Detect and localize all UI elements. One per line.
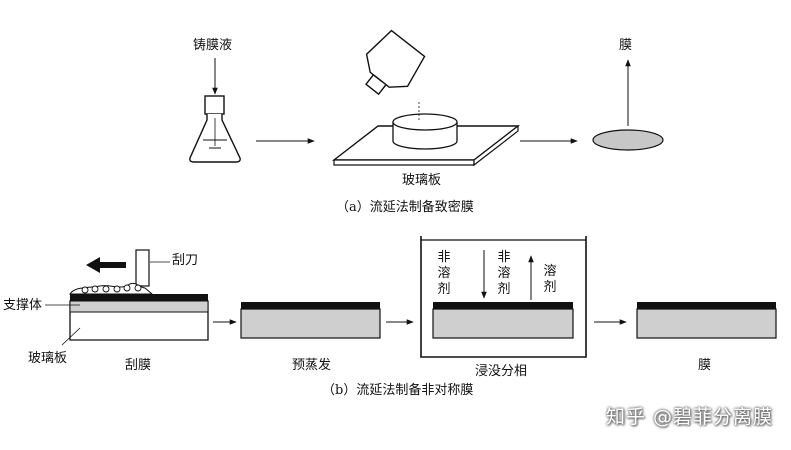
- membrane-label-a: 膜: [619, 38, 633, 53]
- support-label: 支撑体: [3, 298, 43, 313]
- solvent-label: 溶 剂: [543, 264, 557, 295]
- step-label-phase-inversion: 浸没分相: [475, 364, 528, 379]
- erlenmeyer-flask: [189, 95, 241, 163]
- step-label-pre-evaporation: 预蒸发: [292, 358, 332, 373]
- nonsolvent-label-2: 非 溶 剂: [497, 250, 511, 297]
- glass-plate-label-a: 玻璃板: [402, 173, 442, 188]
- caption-b: （b）流延法制备非对称膜: [322, 383, 474, 398]
- final-membrane-plate: [636, 302, 777, 339]
- casting-solution-label: 铸膜液: [193, 38, 233, 53]
- nonsolvent-label-1: 非 溶 剂: [437, 250, 451, 297]
- pre-evaporation-plate: [240, 302, 381, 339]
- step-label-casting: 刮膜: [125, 358, 152, 373]
- blade-label: 刮刀: [172, 253, 199, 268]
- membrane-film: [592, 129, 664, 151]
- casting-dish: [392, 113, 458, 150]
- caption-a: （a）流延法制备致密膜: [336, 200, 474, 215]
- casting-station: [69, 249, 209, 341]
- step-label-membrane: 膜: [698, 358, 712, 373]
- coagulation-bath: [420, 236, 587, 358]
- pouring-bottle: [365, 29, 426, 96]
- watermark: 知乎 @碧菲分离膜: [605, 406, 773, 428]
- glass-plate-label-b: 玻璃板: [28, 351, 68, 366]
